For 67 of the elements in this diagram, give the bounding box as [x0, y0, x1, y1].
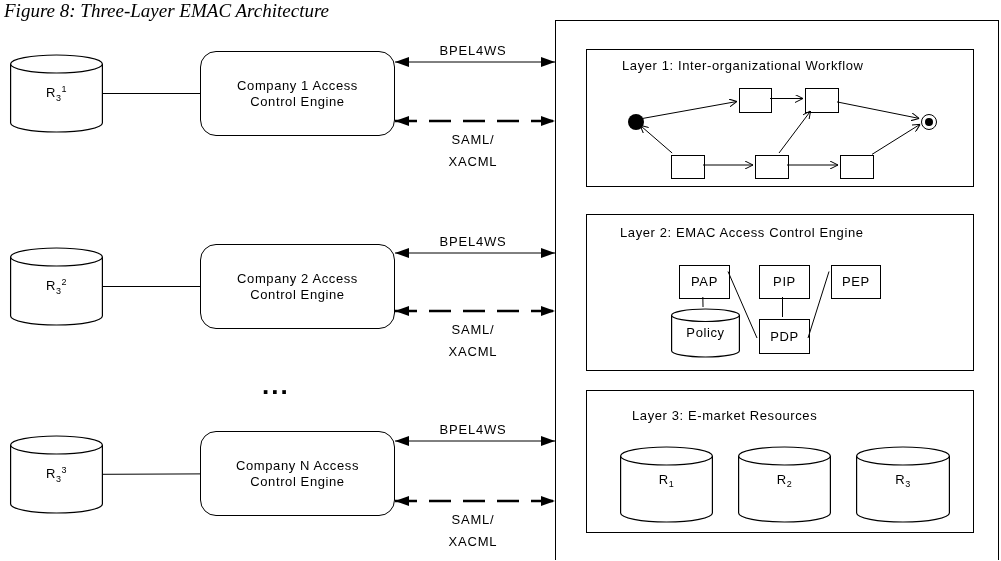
layer-title: Layer 3: E-market Resources — [632, 408, 818, 423]
connector-line — [102, 93, 201, 94]
engine-label: Company N Access Control Engine — [234, 457, 360, 490]
arrow — [702, 160, 754, 170]
engine-label: Company 2 Access Control Engine — [236, 270, 359, 303]
database-cylinder — [671, 309, 740, 357]
activity-box — [739, 88, 772, 113]
component-label: PIP — [772, 273, 797, 291]
arrow — [786, 160, 839, 170]
component-box — [679, 265, 730, 299]
database-cylinder — [620, 447, 713, 522]
arrow — [394, 248, 556, 258]
database-cylinder — [738, 447, 831, 522]
engine-box — [200, 244, 395, 329]
edge-label: BPEL4WS — [438, 421, 508, 439]
database-label: R$_{2}$ — [775, 471, 794, 491]
component-label: PAP — [690, 273, 719, 291]
activity-box — [755, 155, 789, 179]
arrow — [395, 116, 555, 126]
arrow — [639, 124, 673, 154]
database-cylinder — [856, 447, 950, 522]
figure-title: Figure 8: Three-Layer EMAC Architecture — [4, 0, 330, 22]
connector-line — [702, 296, 704, 308]
edge-label: BPEL4WS — [438, 42, 508, 60]
layer-title: Layer 2: EMAC Access Control Engine — [620, 225, 864, 240]
edge-label: SAML/ XACML — [447, 131, 499, 171]
component-box — [831, 265, 881, 299]
database-cylinder — [10, 55, 103, 132]
arrow — [871, 123, 921, 155]
component-label: PEP — [841, 273, 871, 291]
layer-panel — [586, 390, 974, 533]
database-label: R$_{1}$ — [657, 471, 676, 491]
activity-box — [671, 155, 705, 179]
arrow — [836, 101, 920, 122]
connector-line — [102, 286, 201, 287]
activity-box — [805, 88, 839, 113]
connector-line — [807, 271, 830, 339]
layer-title: Layer 1: Inter-organizational Workflow — [622, 58, 864, 73]
database-label: R$_{3}$ — [894, 471, 912, 491]
engine-label: Company 1 Access Control Engine — [236, 77, 359, 110]
database-cylinder — [10, 248, 103, 325]
edge-label: BPEL4WS — [438, 233, 508, 251]
start-node — [628, 114, 644, 130]
edge-label: SAML/ XACML — [447, 511, 499, 551]
component-box — [759, 319, 810, 354]
edge-label: SAML/ XACML — [447, 321, 499, 361]
layer-panel — [586, 214, 974, 371]
ellipsis-label: ... — [262, 372, 290, 398]
database-cylinder — [10, 436, 103, 513]
component-label: PDP — [769, 328, 800, 345]
arrow — [641, 98, 738, 120]
architecture-frame — [555, 20, 999, 560]
database-label: Policy — [685, 324, 726, 342]
connector-line — [727, 271, 758, 339]
arrow — [769, 94, 804, 103]
arrow — [394, 57, 556, 67]
arrow — [395, 306, 555, 316]
engine-box — [200, 51, 395, 136]
arrow — [395, 496, 555, 506]
activity-box — [840, 155, 874, 179]
layer-panel — [586, 49, 974, 187]
arrow — [394, 436, 556, 446]
engine-box — [200, 431, 395, 516]
component-box — [759, 265, 810, 299]
connector-line — [102, 473, 201, 475]
arrow — [778, 110, 812, 154]
connector-line — [782, 296, 783, 318]
